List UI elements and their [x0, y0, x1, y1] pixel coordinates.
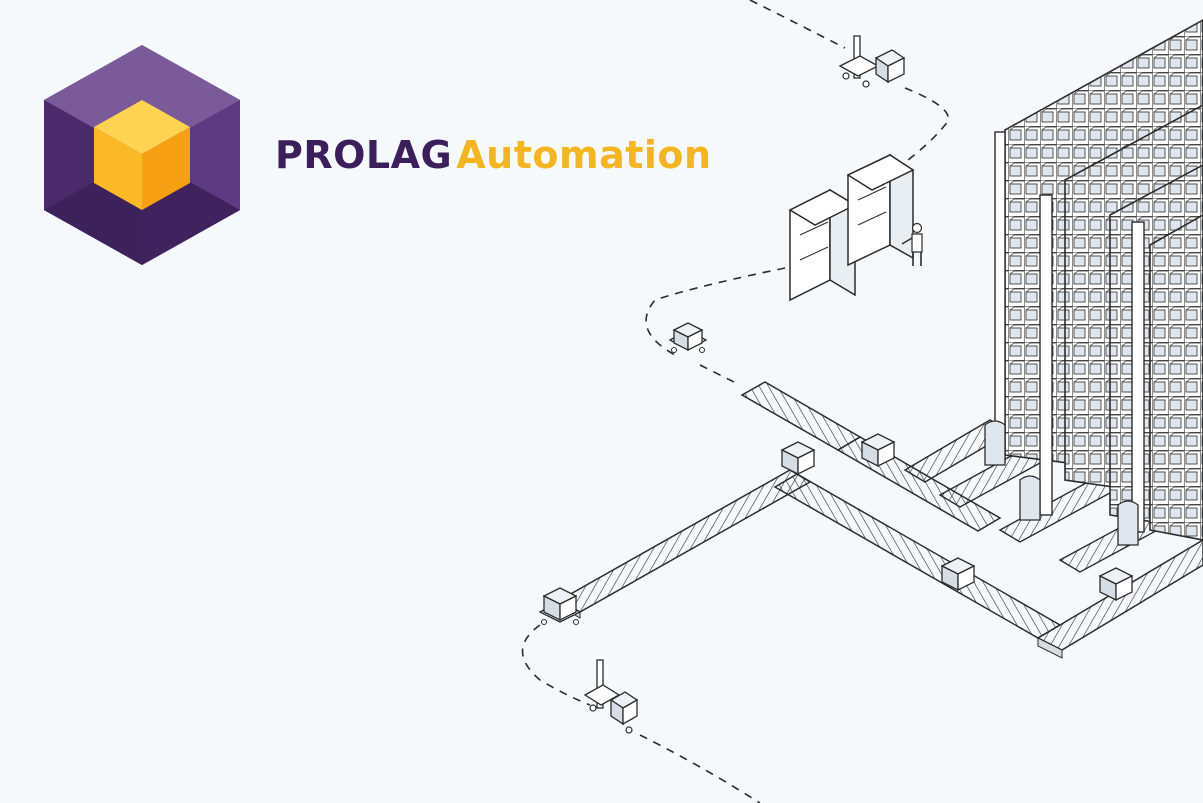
conveyor-middle: [773, 473, 1062, 639]
high-bay-rack: [984, 19, 1203, 546]
agv-route-dashed: [521, 0, 949, 803]
brand-name-primary: PROLAG: [275, 133, 453, 177]
hexagon-cube-icon: [44, 45, 240, 265]
stacker-crane-1: [984, 420, 1006, 466]
brand-name-secondary: Automation: [456, 133, 712, 177]
stacker-crane-2: [1019, 475, 1041, 521]
stacker-mast-2: [1039, 194, 1053, 516]
conveyor-lower-left: [558, 469, 812, 619]
stacker-mast-1: [994, 131, 1006, 463]
agv-icon: [668, 322, 708, 353]
forklift-icon: [838, 35, 906, 88]
conveyor-boxes: [780, 433, 1134, 602]
stacker-crane-3: [1117, 500, 1139, 546]
agv-icon: [538, 587, 582, 625]
stacker-mast-3: [1131, 221, 1145, 533]
conveyor-bottom-right: [1036, 539, 1203, 659]
vertical-lift-modules: [788, 153, 923, 302]
operator-icon: [901, 222, 923, 266]
forklift-icon: [583, 659, 639, 734]
